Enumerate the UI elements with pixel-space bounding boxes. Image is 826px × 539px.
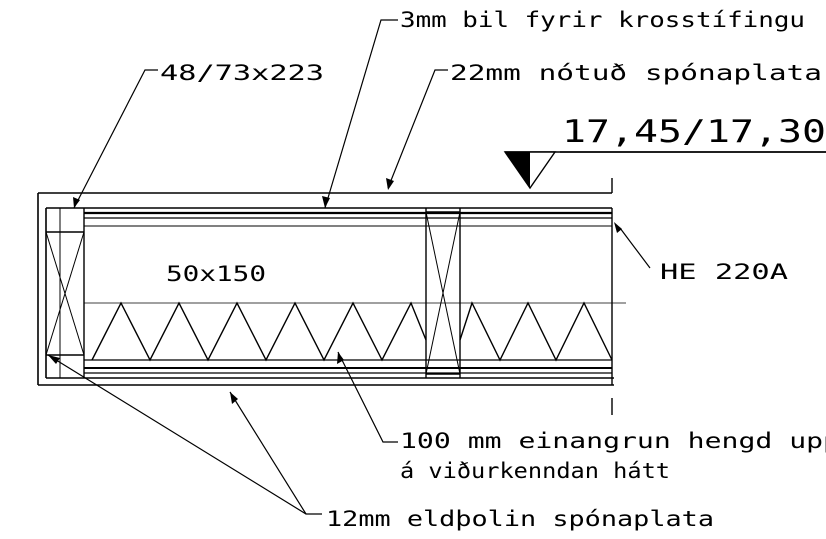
beam-label: HE 220A — [660, 260, 788, 284]
top-board-layers — [46, 207, 612, 227]
level-label: 17,45/17,30 — [562, 114, 826, 150]
left-timber-member — [45, 208, 85, 378]
insulation-label-line1: 100 mm einangrun hengd upp — [400, 429, 826, 453]
insulation-zigzag-left — [91, 301, 427, 362]
joist-label: 48/73x223 — [160, 61, 324, 85]
top-board-label: 22mm nótuð spónaplata — [450, 61, 822, 85]
gap-label: 3mm bil fyrir krosstífingu — [400, 8, 805, 32]
bottom-board-label: 12mm eldþolin spónaplata — [326, 507, 714, 531]
middle-timber-member — [425, 208, 461, 378]
level-marker — [503, 151, 826, 190]
insulation-zigzag-right — [459, 301, 613, 362]
stud-label: 50x150 — [166, 262, 266, 286]
section-outline — [37, 192, 614, 386]
leader-lines — [47, 19, 651, 515]
insulation-label-line2: á viðurkenndan hátt — [400, 459, 670, 483]
leader-arrowheads — [48, 178, 622, 404]
